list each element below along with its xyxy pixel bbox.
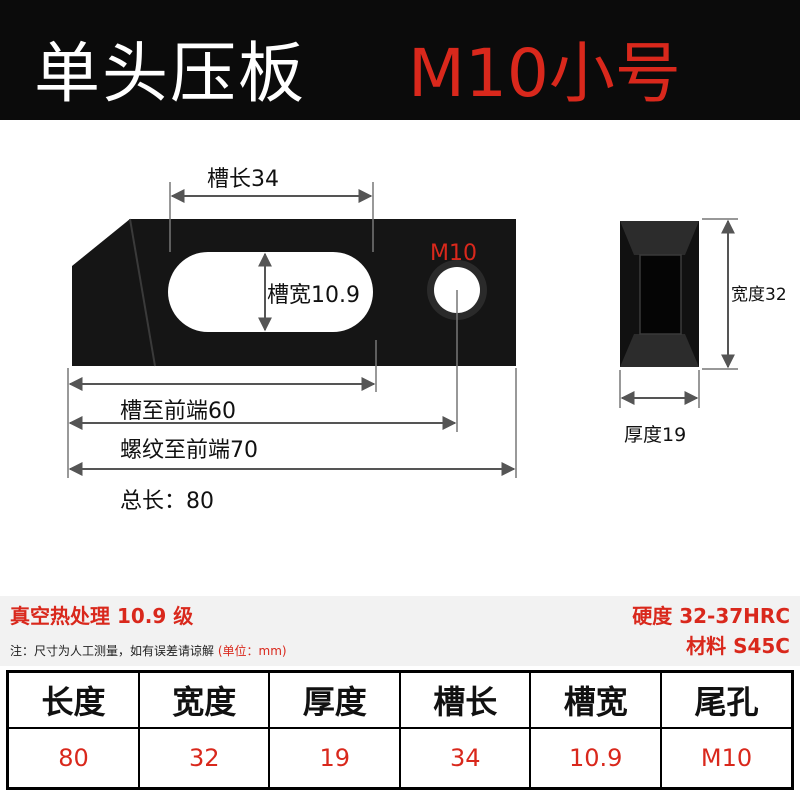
slot-to-front-label: 槽至前端60 bbox=[120, 399, 236, 424]
product-title: 单头压板 bbox=[34, 35, 306, 112]
measurement-note-text: 注：尺寸为人工测量，如有误差请谅解 bbox=[10, 644, 215, 658]
table-header-row: 长度 宽度 厚度 槽长 槽宽 尾孔 bbox=[6, 670, 794, 729]
header-tail-hole: 尾孔 bbox=[659, 670, 794, 729]
side-view-slot bbox=[639, 254, 682, 335]
unit-note: (单位：mm) bbox=[217, 644, 287, 658]
slot-width-label: 槽宽10.9 bbox=[267, 283, 360, 308]
side-view-bottom-bevel bbox=[620, 334, 699, 367]
header-slot-width: 槽宽 bbox=[529, 670, 662, 729]
hardness-text: 硬度 32-37HRC bbox=[632, 604, 790, 628]
measurement-note: 注：尺寸为人工测量，如有误差请谅解 (单位：mm) bbox=[10, 642, 287, 659]
value-tail-hole: M10 bbox=[659, 727, 794, 790]
value-length: 80 bbox=[6, 727, 140, 790]
side-view-top-bevel bbox=[620, 221, 699, 255]
thickness-label: 厚度19 bbox=[624, 424, 686, 446]
value-thickness: 19 bbox=[268, 727, 401, 790]
header-length: 长度 bbox=[6, 670, 140, 729]
spec-table: 长度 宽度 厚度 槽长 槽宽 尾孔 80 32 19 34 10.9 M10 bbox=[6, 670, 794, 790]
header-thickness: 厚度 bbox=[268, 670, 401, 729]
clamp-bevel-edge bbox=[129, 218, 156, 367]
header-width: 宽度 bbox=[137, 670, 271, 729]
product-model: M10小号 bbox=[408, 35, 681, 112]
value-slot-width: 10.9 bbox=[529, 727, 662, 790]
header-banner: 单头压板 M10小号 bbox=[0, 0, 800, 120]
value-slot-length: 34 bbox=[398, 727, 532, 790]
total-length-label: 总长：80 bbox=[120, 489, 214, 514]
material-text: 材料 S45C bbox=[686, 634, 790, 658]
spec-info-bar: 真空热处理 10.9 级 注：尺寸为人工测量，如有误差请谅解 (单位：mm) 硬… bbox=[0, 596, 800, 666]
slot-length-label: 槽长34 bbox=[207, 167, 279, 192]
width-label: 宽度32 bbox=[731, 285, 787, 305]
heat-treatment-text: 真空热处理 10.9 级 bbox=[10, 604, 194, 628]
table-row: 80 32 19 34 10.9 M10 bbox=[6, 727, 794, 790]
value-width: 32 bbox=[137, 727, 271, 790]
thread-to-front-label: 螺纹至前端70 bbox=[120, 438, 258, 463]
thread-size-label: M10 bbox=[430, 241, 477, 266]
header-slot-length: 槽长 bbox=[398, 670, 532, 729]
technical-drawing: 槽长34 槽宽10.9 M10 槽至前端60 螺纹至前端70 总长：80 宽度3… bbox=[67, 167, 787, 514]
